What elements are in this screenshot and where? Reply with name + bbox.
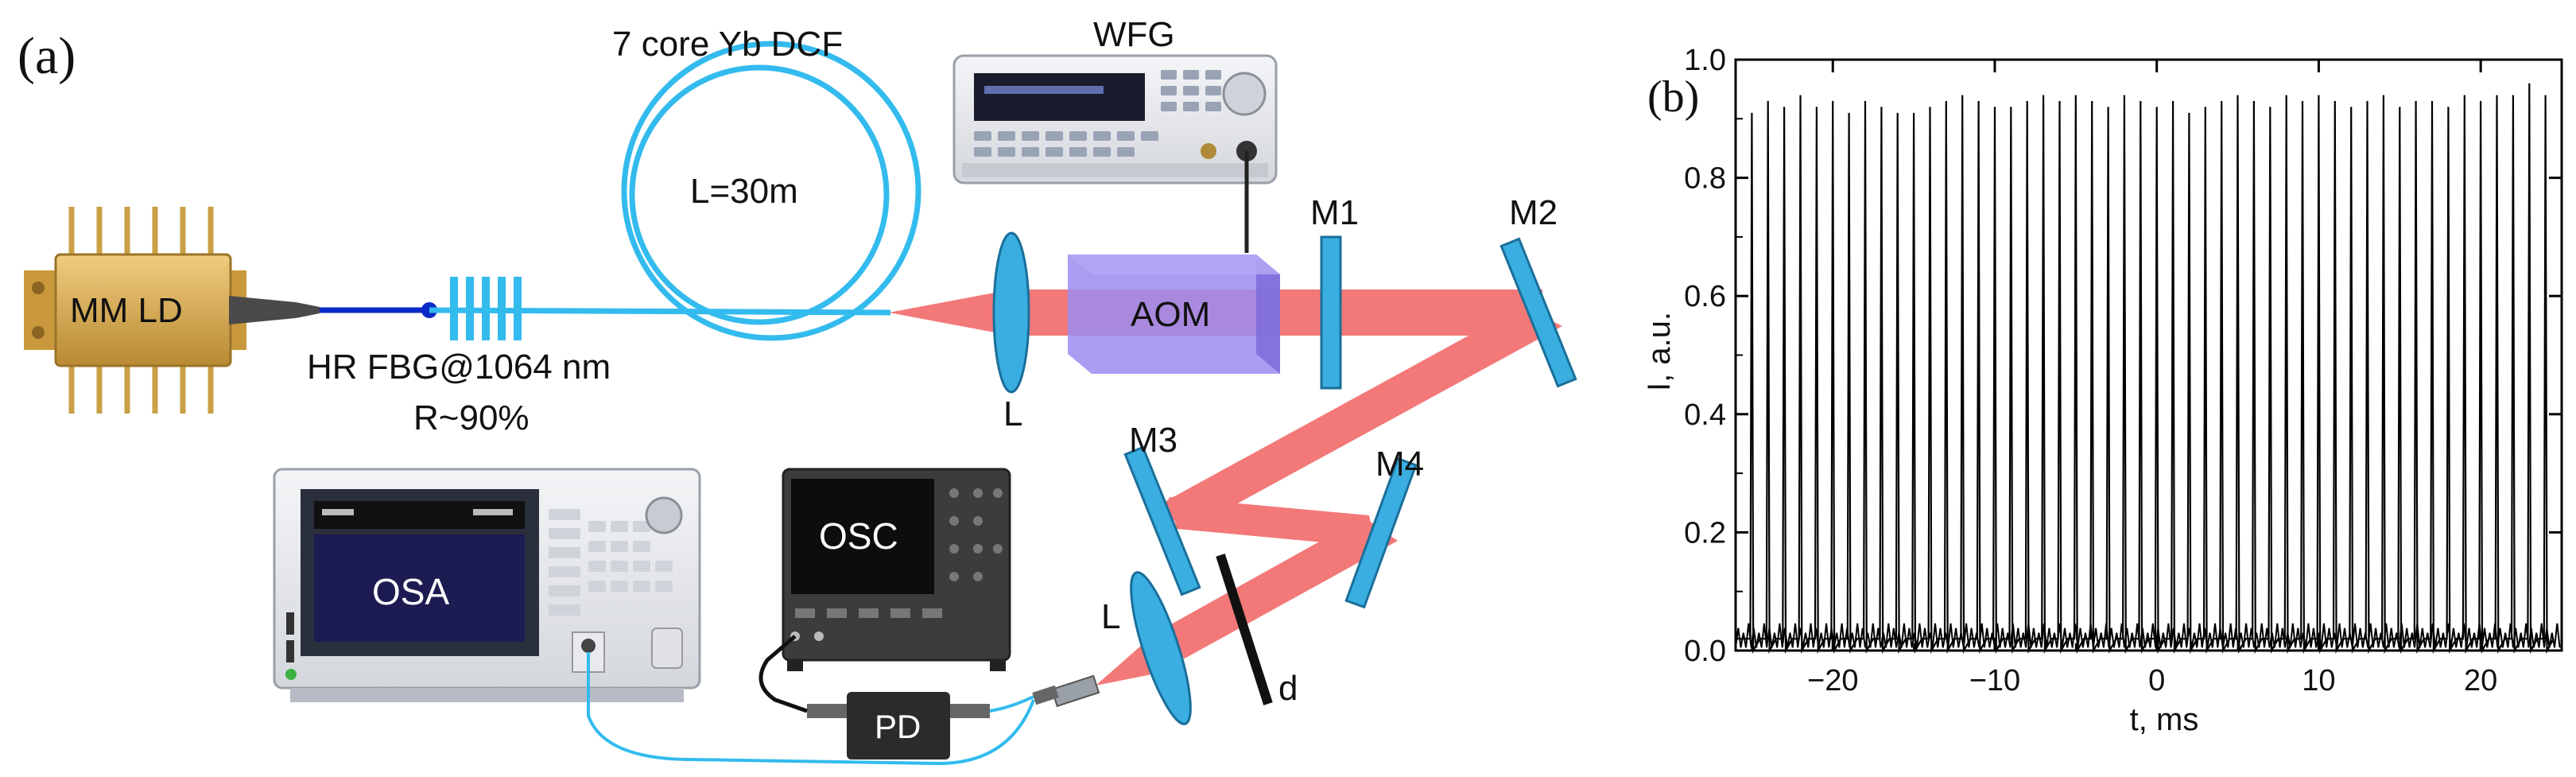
length-label: L=30m — [690, 172, 798, 211]
m2-label: M2 — [1509, 193, 1558, 232]
fiber-coil — [621, 41, 921, 341]
y-tick-label: 0.4 — [1684, 398, 1726, 432]
y-tick-label: 0.2 — [1684, 516, 1726, 550]
aom-label: AOM — [1131, 295, 1210, 334]
pulse-series — [1736, 83, 2555, 655]
x-axis-label: t, ms — [2130, 702, 2199, 737]
x-tick-label: −10 — [1969, 664, 2020, 697]
fiber-active — [429, 307, 891, 316]
laser-diode — [24, 207, 320, 414]
y-axis-label: I, a.u. — [1642, 312, 1677, 391]
lens-1-label: L — [1003, 394, 1022, 433]
panel-b-label: (b) — [1647, 72, 1699, 122]
beam-divergent — [889, 289, 1011, 336]
m4-label: M4 — [1375, 445, 1424, 484]
osa-label: OSA — [372, 571, 449, 612]
fiber-collimator — [1032, 674, 1100, 708]
photodetector — [807, 692, 990, 760]
coil-loop-outer — [621, 41, 921, 341]
x-tick-label: 10 — [2302, 664, 2335, 697]
reflectivity-label: R~90% — [413, 398, 530, 437]
panel-a-label: (a) — [17, 27, 76, 85]
noise-floor — [1735, 623, 2561, 648]
m1-label: M1 — [1310, 193, 1359, 232]
y-tick-label: 0.8 — [1684, 162, 1726, 196]
mirror-m3 — [1123, 445, 1201, 596]
beam-m2-m3 — [1151, 306, 1562, 529]
aperture-d — [1216, 554, 1273, 705]
y-tick-label: 1.0 — [1684, 44, 1726, 77]
y-tick-label: 0.6 — [1684, 280, 1726, 313]
panel-b: (b) I, a.u. t, ms −20 −10 0 10 20 0.0 0.2 0.4 0.… — [1642, 44, 2563, 737]
collimator-pd-fiber — [989, 695, 1034, 713]
lens-2-label: L — [1101, 597, 1120, 636]
beam-m4-lens — [1150, 517, 1398, 659]
x-tick-label: −20 — [1807, 664, 1858, 697]
pulse-train-plot: −20 −10 0 10 20 0.0 0.2 0.4 0.6 0.8 1.0 — [1684, 44, 2563, 697]
lens-2 — [1130, 571, 1192, 725]
y-tick-label: 0.0 — [1684, 635, 1726, 668]
coil-loop-inner — [629, 64, 890, 325]
m3-label: M3 — [1129, 421, 1177, 460]
mirror-m4 — [1344, 456, 1418, 609]
x-tick-label: 20 — [2464, 664, 2497, 697]
d-label: d — [1278, 669, 1298, 708]
aom-block — [1068, 254, 1280, 374]
ld-label: MM LD — [70, 291, 183, 330]
fbg-grating — [450, 277, 522, 340]
x-tick-label: 0 — [2148, 664, 2165, 697]
osc-label: OSC — [819, 515, 898, 557]
osa-fiber — [587, 652, 1035, 766]
fbg-label: HR FBG@1064 nm — [307, 348, 611, 387]
pd-osc-cable — [758, 635, 808, 713]
mirror-m1 — [1320, 235, 1342, 390]
waveform-generator — [952, 54, 1278, 185]
osc-device — [782, 468, 1011, 671]
mirror-m2 — [1499, 237, 1577, 388]
osa-device — [273, 468, 701, 702]
wfg-label: WFG — [1093, 15, 1175, 54]
plot-frame — [1734, 58, 2563, 652]
fiber-label: 7 core Yb DCF — [612, 25, 843, 64]
lens-1 — [992, 231, 1030, 394]
beam-m3-m4 — [1169, 497, 1375, 547]
panel-a: (a) 7 core Yb DCF L=30m HR FBG@1064 nm R… — [17, 15, 1577, 766]
pd-label: PD — [875, 708, 921, 745]
